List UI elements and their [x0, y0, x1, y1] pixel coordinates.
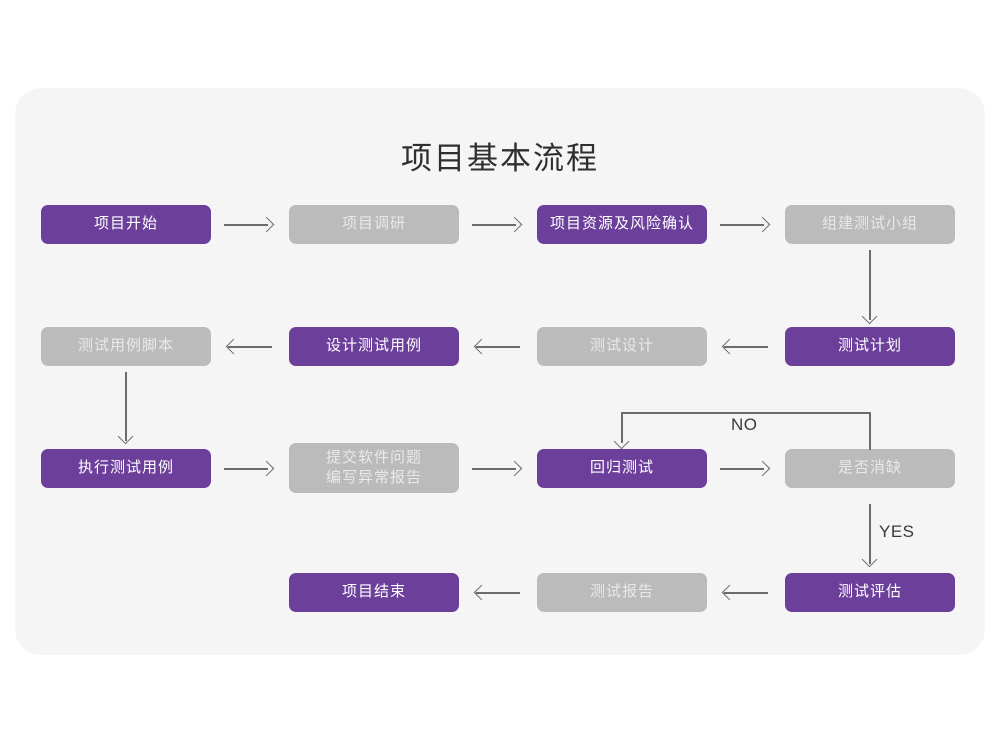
- arrow-r2-2-line: [476, 346, 520, 348]
- arrow-down-left-line: [125, 372, 127, 441]
- arrow-r3-1-line: [224, 468, 268, 470]
- node-project-research[interactable]: 项目调研: [289, 205, 459, 244]
- loop-no-top-segment: [621, 412, 870, 414]
- loop-no-right-segment: [869, 412, 871, 450]
- node-regression-test[interactable]: 回归测试: [537, 449, 707, 488]
- node-defect-resolved-decision[interactable]: 是否消缺: [785, 449, 955, 488]
- node-test-design[interactable]: 测试设计: [537, 327, 707, 366]
- arrow-r1-3-line: [720, 224, 764, 226]
- node-project-start[interactable]: 项目开始: [41, 205, 211, 244]
- node-design-test-case[interactable]: 设计测试用例: [289, 327, 459, 366]
- node-test-plan[interactable]: 测试计划: [785, 327, 955, 366]
- node-resource-risk-confirm[interactable]: 项目资源及风险确认: [537, 205, 707, 244]
- node-form-test-team[interactable]: 组建测试小组: [785, 205, 955, 244]
- node-test-report[interactable]: 测试报告: [537, 573, 707, 612]
- arrow-r2-1-line: [228, 346, 272, 348]
- arrow-r1-2-line: [472, 224, 516, 226]
- arrow-r3-3-line: [720, 468, 764, 470]
- edge-label-no: NO: [731, 415, 758, 434]
- flowchart-card: [15, 88, 985, 655]
- node-project-end[interactable]: 项目结束: [289, 573, 459, 612]
- node-test-evaluation[interactable]: 测试评估: [785, 573, 955, 612]
- loop-no-left-segment: [621, 412, 623, 443]
- edge-label-yes: YES: [879, 522, 915, 541]
- arrow-r4-2-line: [724, 592, 768, 594]
- node-execute-test-case[interactable]: 执行测试用例: [41, 449, 211, 488]
- node-submit-bug-report[interactable]: 提交软件问题 编写异常报告: [289, 443, 459, 493]
- arrow-yes-line: [869, 504, 871, 564]
- page-title: 项目基本流程: [401, 141, 599, 176]
- arrow-down-right-line: [869, 250, 871, 320]
- arrow-r1-1-line: [224, 224, 268, 226]
- arrow-r2-3-line: [724, 346, 768, 348]
- node-test-case-script[interactable]: 测试用例脚本: [41, 327, 211, 366]
- arrow-r4-1-line: [476, 592, 520, 594]
- arrow-r3-2-line: [472, 468, 516, 470]
